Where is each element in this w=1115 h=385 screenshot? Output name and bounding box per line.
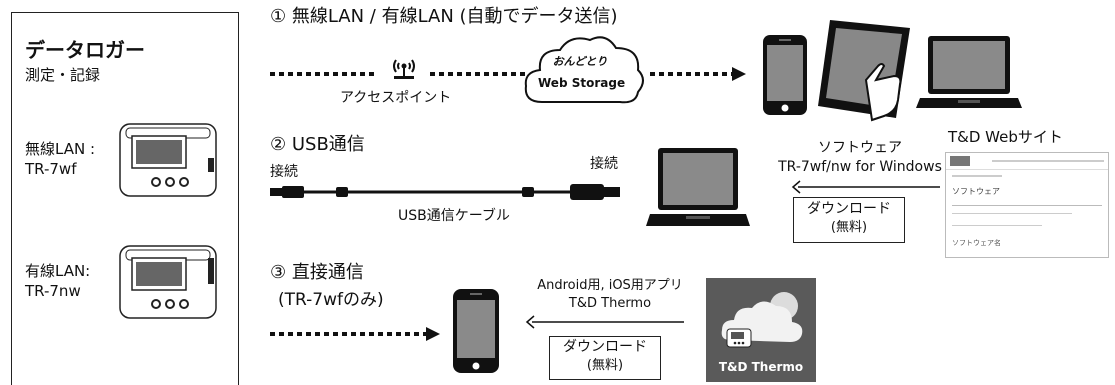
wifi-antenna-icon [393, 59, 415, 79]
website-heading: ソフトウェア [952, 187, 1000, 196]
usb-cable-icon [270, 184, 620, 200]
website-nav-bar [992, 160, 1104, 162]
wired-model: TR-7nw [25, 282, 81, 300]
download-box-app [549, 336, 661, 380]
t-and-d-thermo-app-icon: T&D Thermo [706, 278, 816, 382]
website-text-line [952, 225, 1042, 226]
software-title: ソフトウェア [818, 140, 902, 156]
tr7wf-device-icon [119, 123, 217, 197]
logger-panel [11, 12, 239, 385]
website-logo [950, 156, 970, 166]
cloud-icon [524, 36, 644, 104]
website-label: T&D Webサイト [948, 128, 1063, 146]
connect-right-label: 接続 [590, 156, 618, 172]
app-icon-label: T&D Thermo [718, 360, 804, 374]
left-arrow-icon [791, 180, 940, 194]
left-arrow-icon-2 [525, 315, 684, 329]
website-text-line [952, 205, 1102, 206]
cloud-logo: おんどとり [552, 55, 608, 68]
wireless-label: 無線LAN : [25, 140, 96, 158]
access-point-label: アクセスポイント [340, 90, 452, 106]
section1-heading: ① 無線LAN / 有線LAN (自動でデータ送信) [270, 6, 618, 27]
tablet-icon [818, 20, 910, 122]
wired-label: 有線LAN: [25, 262, 91, 280]
app-name: T&D Thermo [568, 296, 652, 311]
cloud-label: Web Storage [538, 76, 626, 90]
section1-dotted-line [270, 67, 746, 81]
section3-dotted-line [270, 327, 440, 341]
wireless-model: TR-7wf [25, 160, 77, 178]
smartphone-icon [763, 35, 807, 115]
usb-cable-label: USB通信ケーブル [398, 208, 510, 224]
section2-heading: ② USB通信 [270, 134, 365, 155]
logger-title: データロガー [25, 38, 145, 62]
laptop-icon-1 [916, 36, 1022, 108]
software-name: TR-7wf/nw for Windows [778, 159, 942, 175]
website-text-line [952, 213, 1072, 214]
connect-left-label: 接続 [270, 164, 298, 180]
website-breadcrumb [952, 175, 1002, 177]
laptop-icon-2 [646, 148, 750, 226]
download-free-usb: (無料) [830, 220, 868, 235]
website-screenshot: ソフトウェア ソフトウェア名 [945, 152, 1109, 258]
logger-subtitle: 測定・記録 [25, 66, 101, 84]
app-platforms: Android用, iOS用アプリ [537, 278, 683, 293]
download-box-usb [793, 197, 905, 243]
download-label-usb: ダウンロード [807, 201, 891, 217]
website-header-bar [946, 153, 1108, 170]
smartphone-icon-2 [453, 289, 499, 373]
download-label-app: ダウンロード [563, 339, 647, 355]
website-section-label: ソフトウェア名 [952, 239, 1001, 247]
mini-logger-icon [726, 328, 752, 348]
section3-heading: ③ 直接通信 [270, 262, 364, 283]
download-free-app: (無料) [586, 358, 624, 373]
tr7nw-device-icon [119, 245, 217, 319]
section3-subheading: (TR-7wfのみ) [278, 290, 384, 310]
